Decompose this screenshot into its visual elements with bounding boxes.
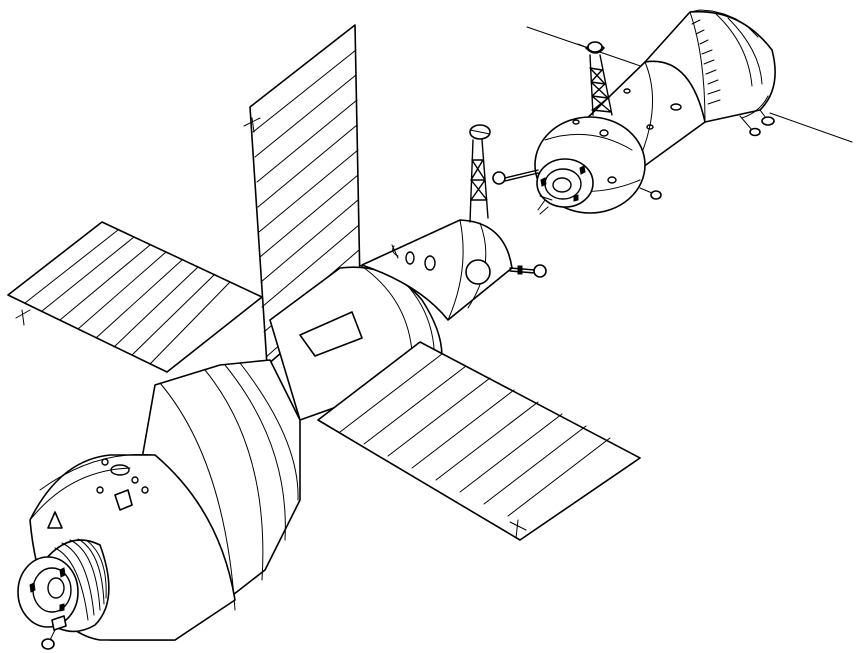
spacecraft-side-antenna bbox=[492, 171, 506, 185]
station-antenna-mast bbox=[469, 139, 489, 223]
approaching-spacecraft bbox=[492, 9, 853, 215]
spacecraft-rear-antenna bbox=[761, 116, 775, 126]
solar-panel-left bbox=[7, 221, 263, 373]
station-body bbox=[29, 124, 547, 641]
station-side-antenna bbox=[533, 264, 547, 278]
spacecraft-antenna-mast bbox=[589, 54, 613, 116]
solar-panel-right bbox=[317, 341, 641, 541]
station-aft-docking-assembly bbox=[17, 538, 110, 650]
station-aft-antenna bbox=[41, 638, 55, 650]
